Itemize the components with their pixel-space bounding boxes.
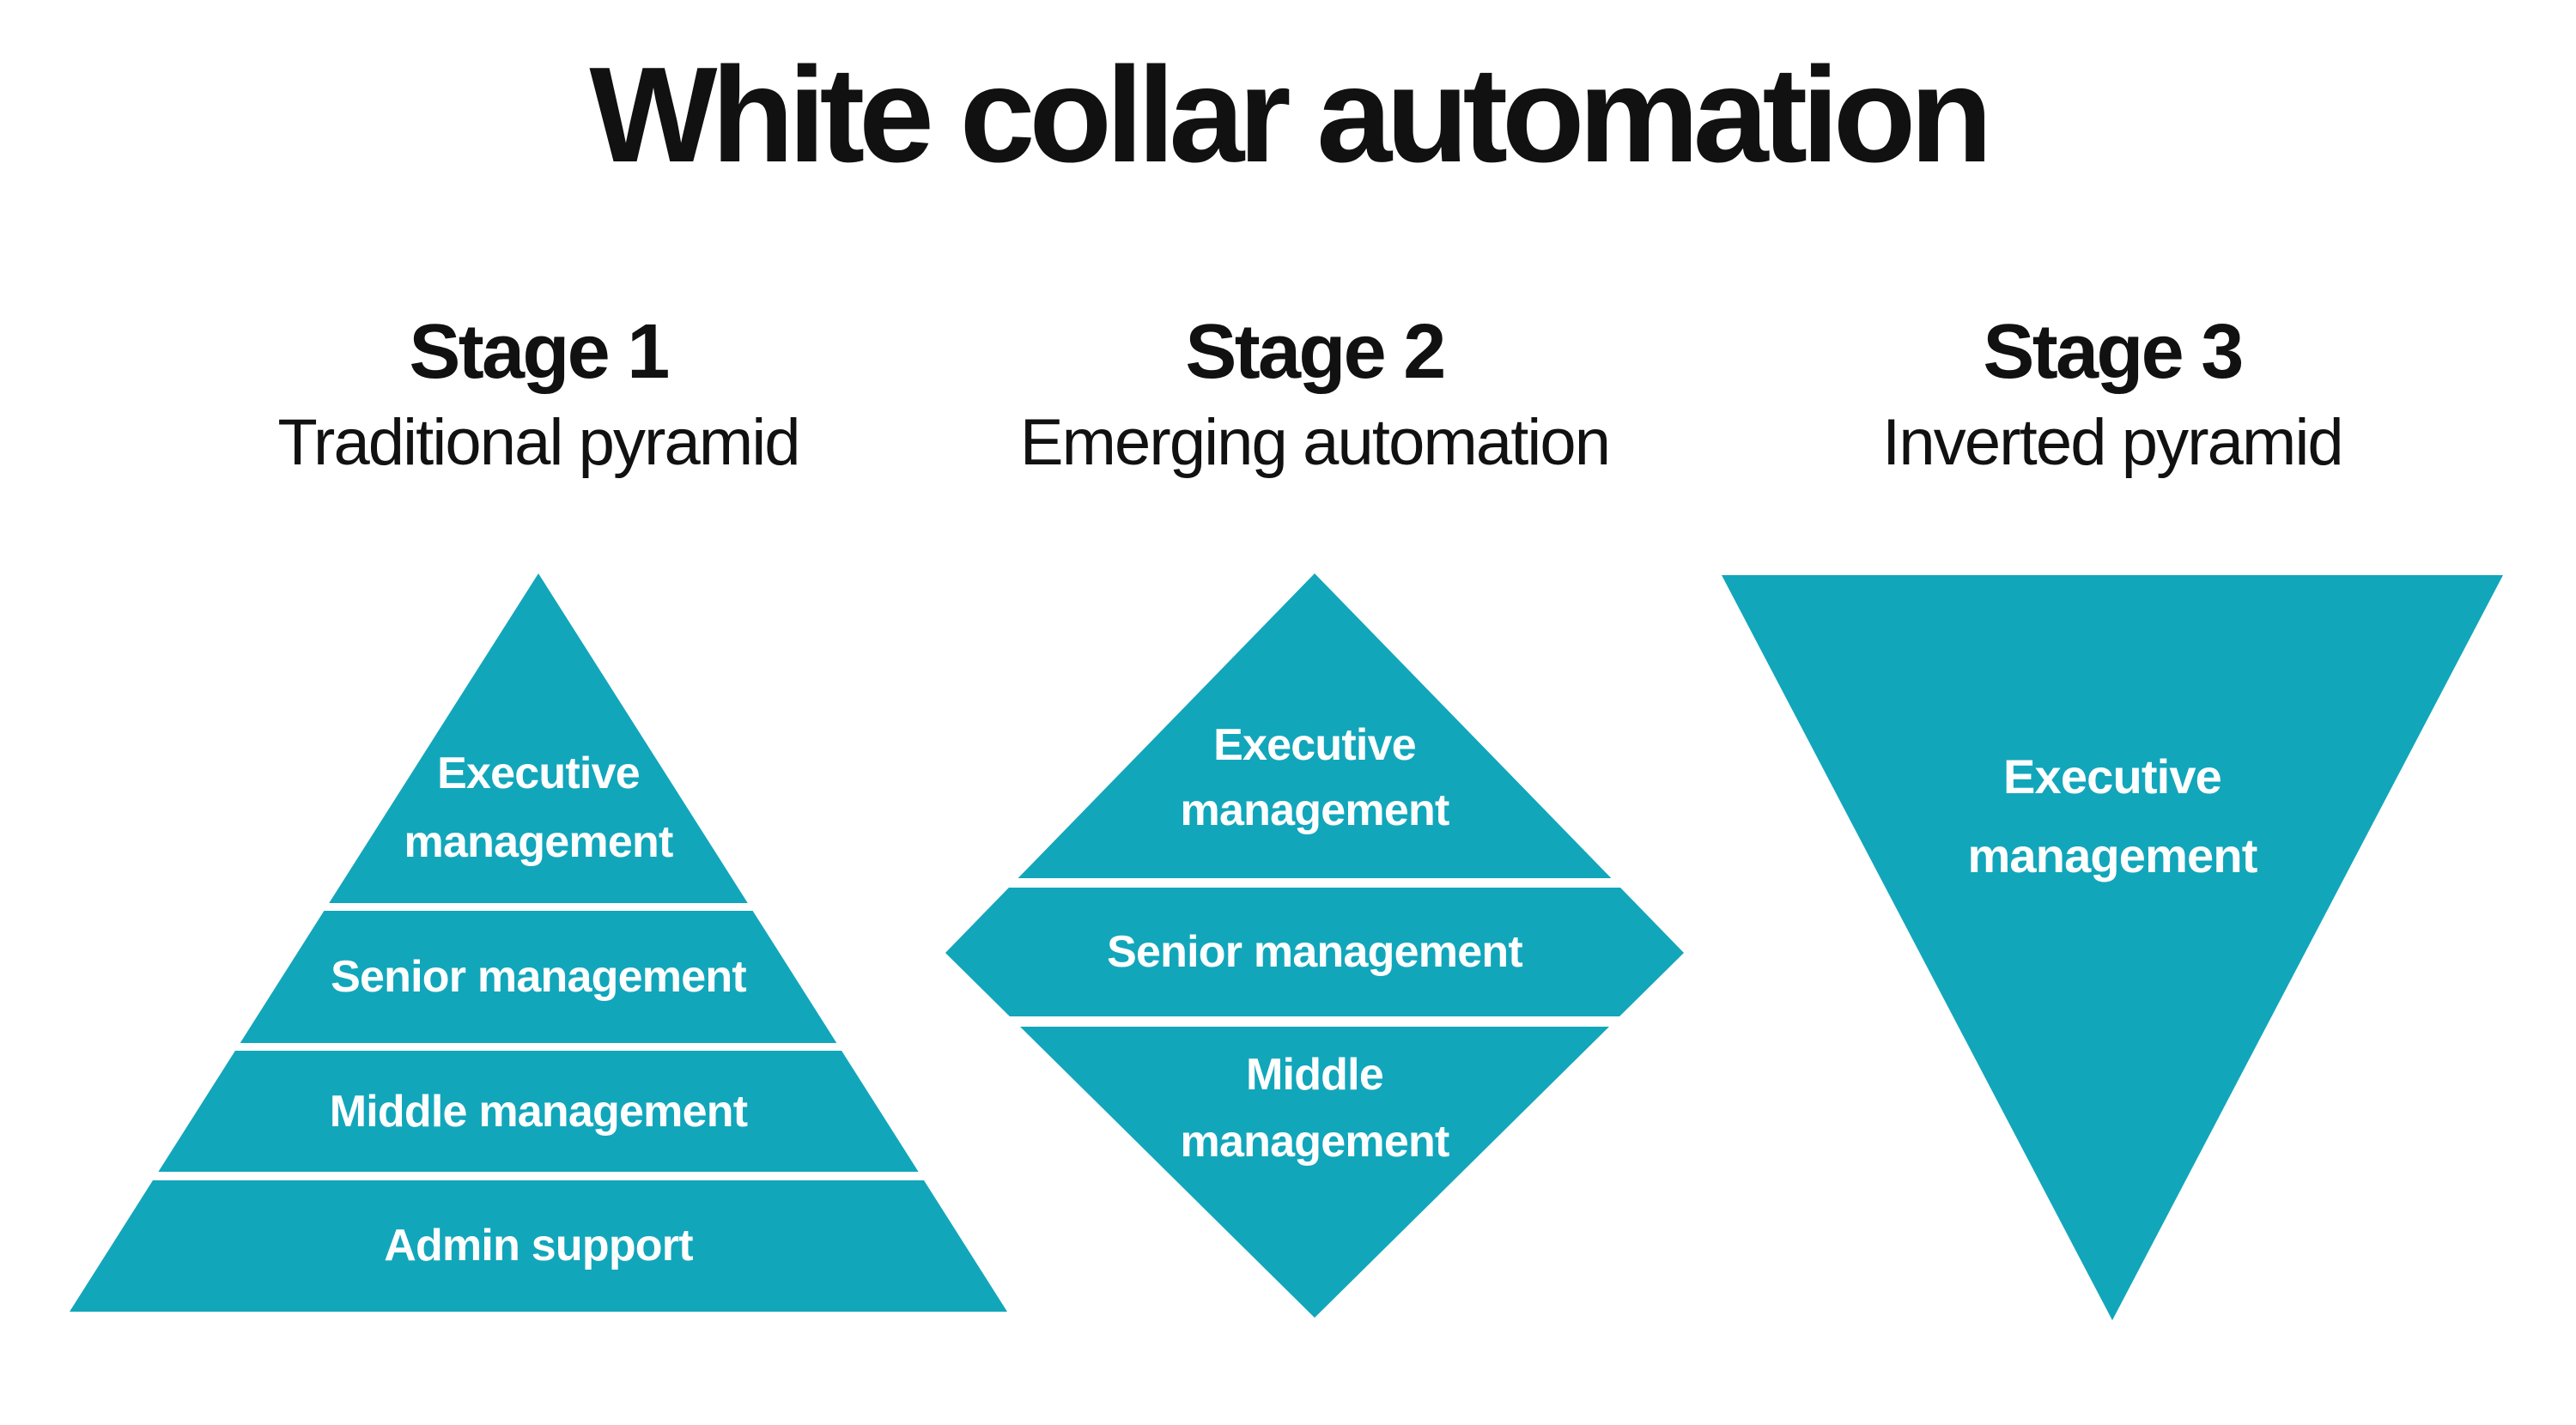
pyramid-label-admin: Admin support bbox=[384, 1221, 693, 1270]
stage-3-subheading: Inverted pyramid bbox=[1882, 406, 2344, 479]
diamond-label-middle: Middle management bbox=[1180, 1050, 1450, 1167]
diamond-level-executive-shape bbox=[1018, 573, 1612, 878]
pyramid-label-senior: Senior management bbox=[331, 952, 747, 1002]
stage-2-header: Stage 2 Emerging automation bbox=[885, 306, 1744, 484]
diamond-level-senior-shape bbox=[945, 888, 1684, 1016]
diamond-label-executive: Executive management bbox=[1180, 720, 1450, 835]
stage-2-subheading: Emerging automation bbox=[1019, 406, 1611, 479]
pyramid-label-executive: Executive management bbox=[404, 749, 674, 867]
pyramid-level-admin-shape bbox=[70, 1180, 1007, 1312]
inverted-pyramid-label-executive: Executive management bbox=[1967, 749, 2257, 882]
stage-3-header: Stage 3 Inverted pyramid bbox=[1683, 306, 2542, 484]
stage-1-heading: Stage 1 bbox=[409, 309, 670, 395]
stage-1-subheading: Traditional pyramid bbox=[277, 406, 800, 479]
stage-3-heading: Stage 3 bbox=[1983, 309, 2244, 395]
inverted-pyramid-shape bbox=[1722, 575, 2503, 1320]
stage-2-heading: Stage 2 bbox=[1185, 309, 1446, 395]
pyramid-label-middle: Middle management bbox=[329, 1087, 748, 1137]
stage-1-header: Stage 1 Traditional pyramid bbox=[109, 306, 968, 484]
pyramid-level-senior-shape bbox=[240, 911, 837, 1043]
diagram-title: White collar automation bbox=[589, 39, 1992, 191]
diamond-label-senior: Senior management bbox=[1107, 927, 1523, 977]
pyramid-level-middle-shape bbox=[158, 1051, 919, 1172]
pyramid-level-executive-shape bbox=[329, 573, 748, 903]
diamond-level-middle-shape bbox=[1020, 1027, 1609, 1318]
